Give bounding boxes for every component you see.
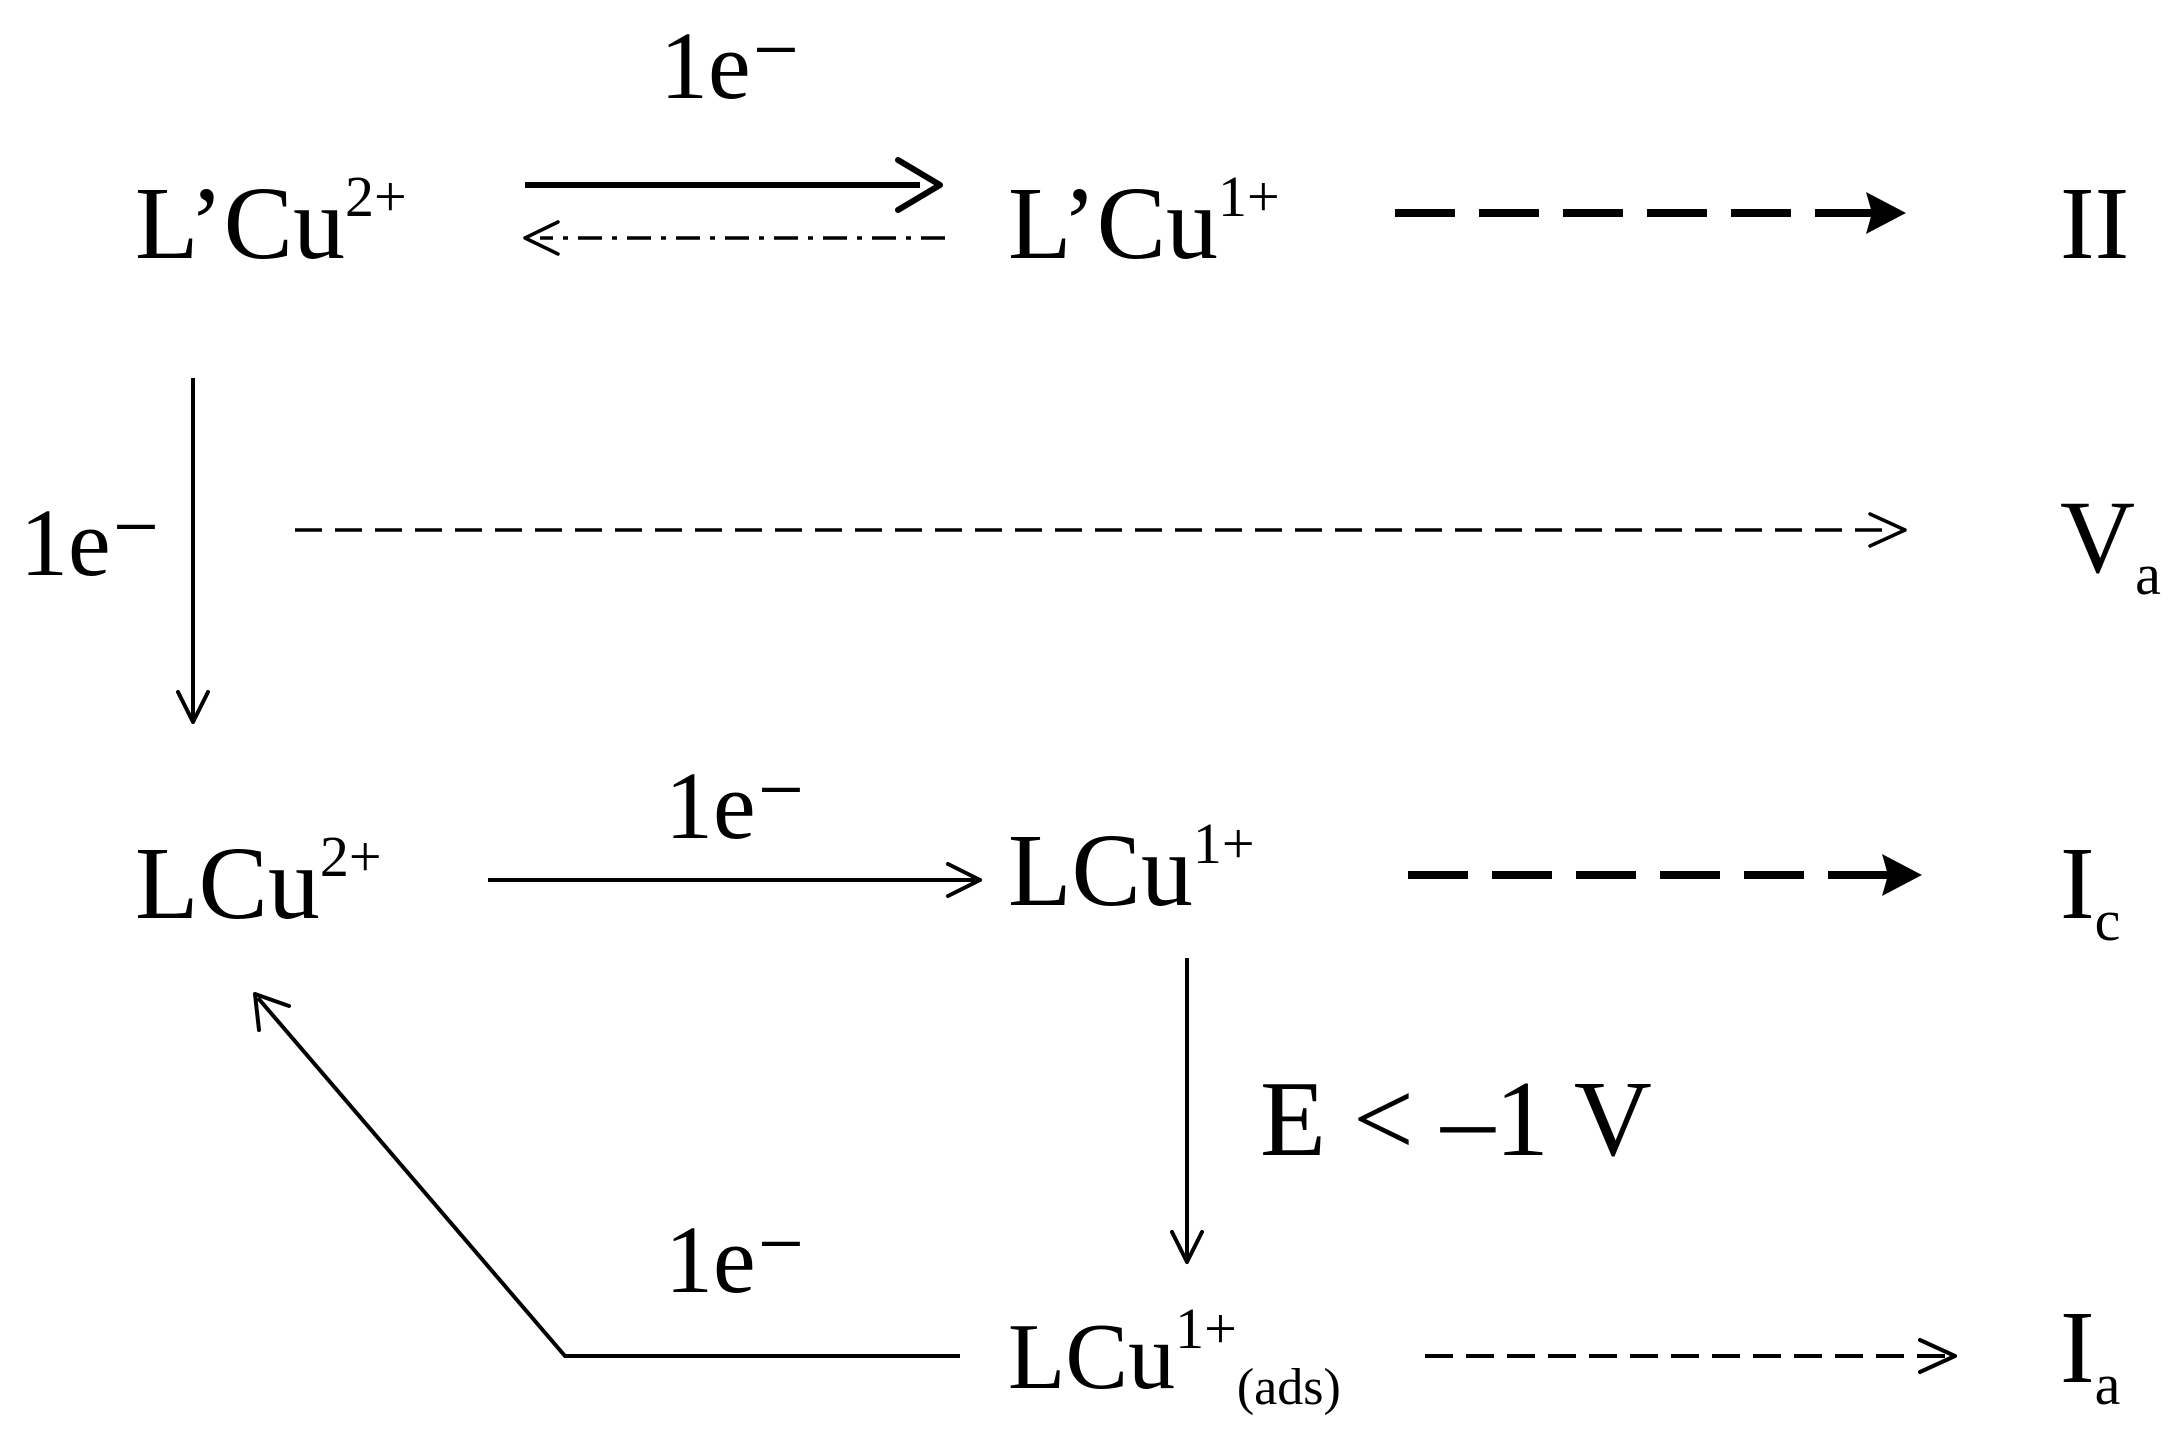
arrow-reoxidation-top-backward [523,220,945,256]
arrow-reduction-top-forward [525,157,943,213]
arrow-to-Ia [1425,1338,1957,1374]
product-ic: Ic [2060,826,2120,953]
label-1e-bottom: 1e⁻ [665,1206,806,1313]
label-1e-top: 1e⁻ [660,12,801,119]
arrow-reduction-left-vertical [176,378,210,724]
product-va: Va [2060,480,2161,607]
label-1e-mid: 1e⁻ [665,752,806,859]
label-1e-left: 1e⁻ [20,489,161,596]
product-ia: Ia [2060,1290,2120,1417]
species-lcu2: LCu2+ [135,824,382,941]
arrow-reduction-middle [488,862,982,898]
arrow-reoxidation-return [253,992,960,1358]
arrow-to-II [1395,192,1906,234]
arrow-adsorption-vertical [1170,958,1204,1264]
product-ii: II [2060,166,2129,281]
arrow-to-Va [295,512,1907,548]
species-lcu1: LCu1+ [1008,811,1255,928]
label-potential: E < –1 V [1260,1060,1652,1179]
species-lcu1-ads: LCu1+(ads) [1008,1296,1341,1416]
species-lcu2-top: L’Cu2+ [135,164,407,281]
species-lcu1-top: L’Cu1+ [1008,164,1280,281]
arrow-to-Ic [1408,854,1922,896]
